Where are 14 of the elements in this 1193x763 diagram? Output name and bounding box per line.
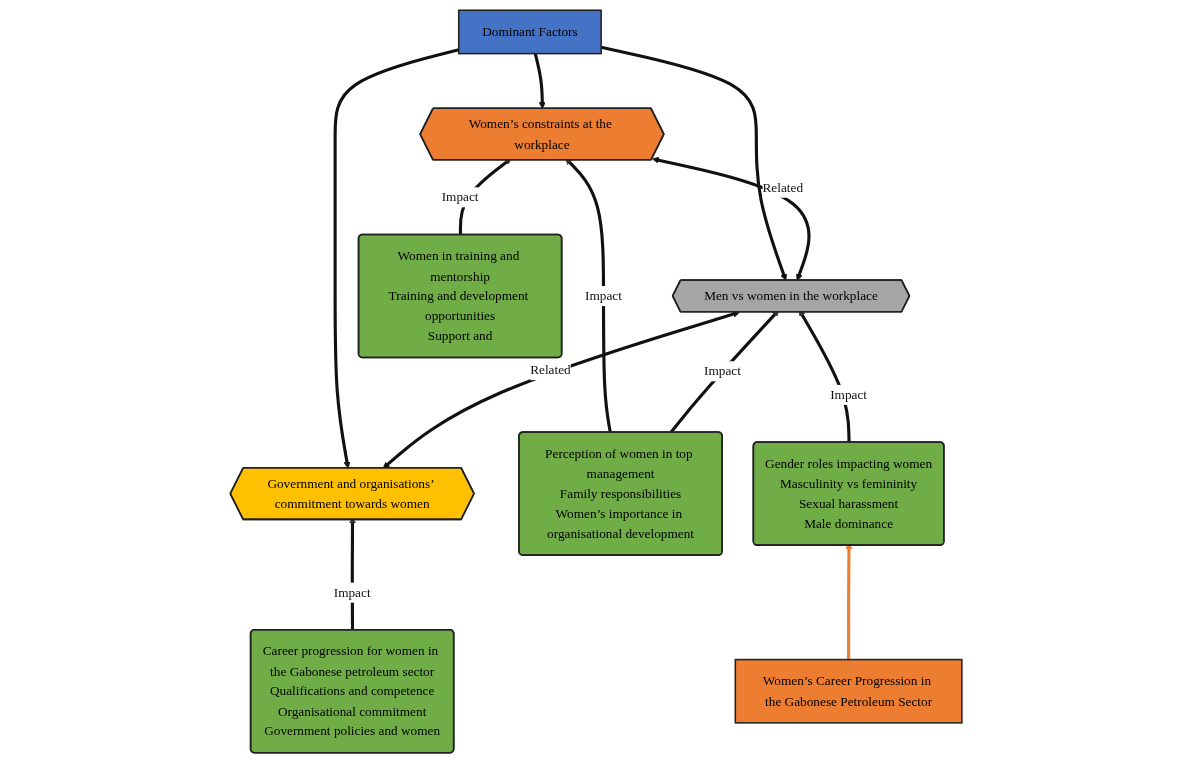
arrow <box>383 310 741 469</box>
edge-label: Impact <box>704 363 742 379</box>
edge-label: Impact <box>334 584 372 600</box>
edge-label: Related <box>530 362 572 378</box>
node-box: Women’s Career Progression in the Gabonese Petroleum Sector <box>735 658 964 724</box>
node-box: Dominant Factors <box>458 9 603 55</box>
arrow <box>534 53 547 109</box>
arrow <box>601 45 788 281</box>
edge-label: Impact <box>830 387 868 402</box>
edge-label: Related <box>762 179 804 195</box>
arrow <box>652 156 811 281</box>
arrow <box>334 48 460 469</box>
edge-label: Impact <box>442 189 479 205</box>
edge-label: Impact <box>585 288 623 304</box>
